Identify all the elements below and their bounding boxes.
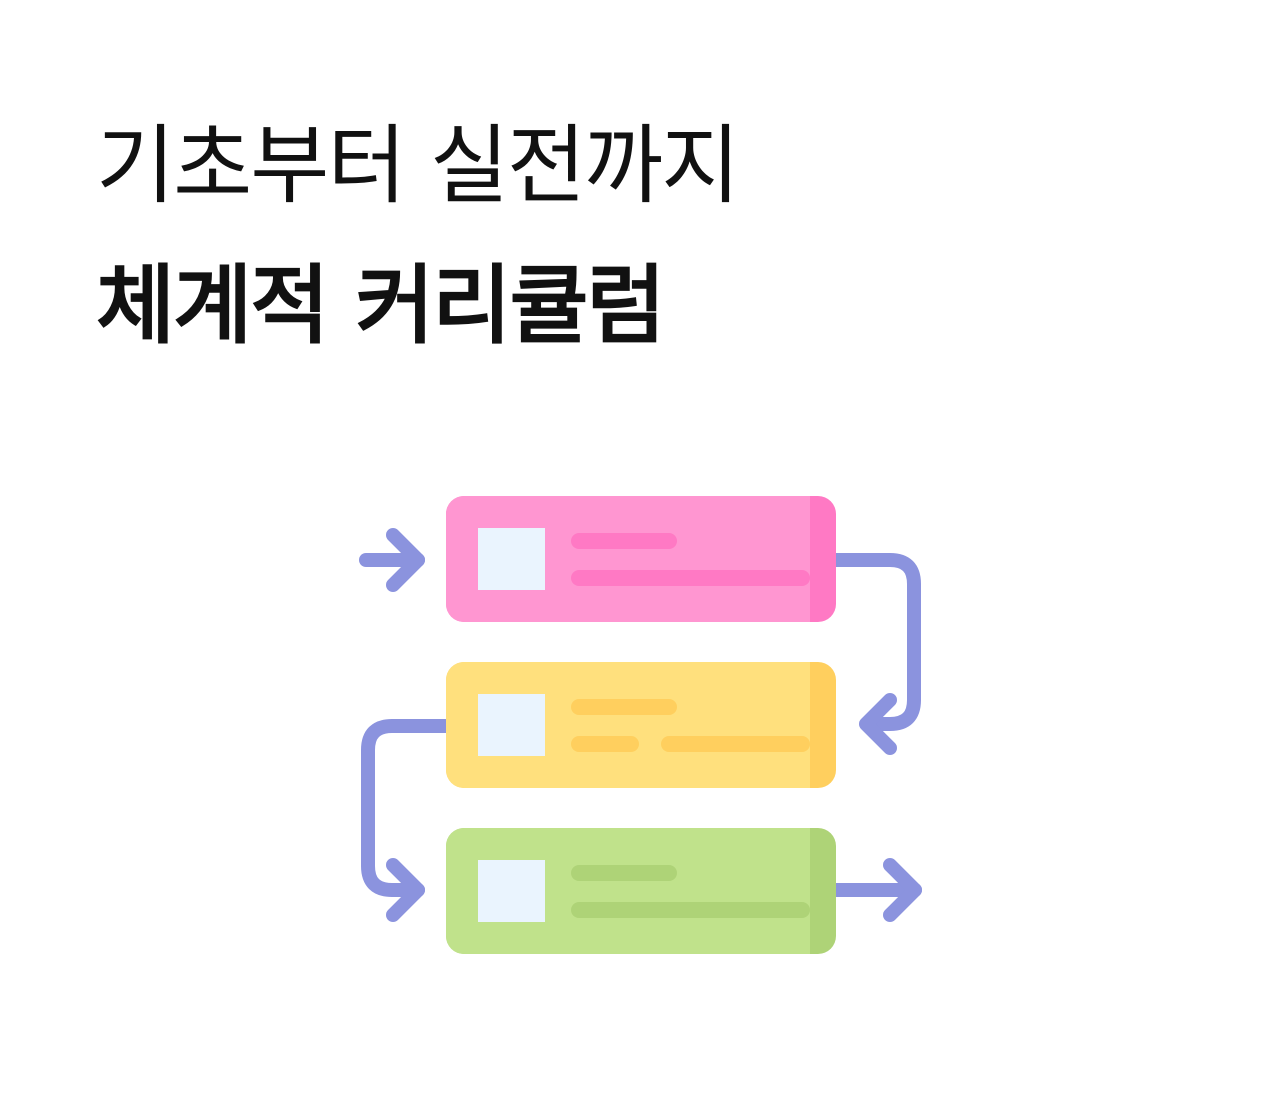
curriculum-card-1 [446, 496, 836, 622]
entry-arrow-icon [359, 528, 425, 592]
curriculum-flow-icon [359, 496, 922, 954]
card-1-thumbnail [478, 528, 545, 590]
card-2-thumbnail [478, 694, 545, 756]
connector-arrow-right-icon [827, 553, 921, 755]
card-3-thumbnail [478, 860, 545, 922]
connector-arrow-left-icon [361, 719, 455, 922]
headline-line-1: 기초부터 실전까지 [96, 116, 740, 216]
exit-arrow-icon [827, 858, 922, 922]
headline: 기초부터 실전까지 체계적 커리큘럼 [96, 96, 740, 376]
flow-arrows [359, 528, 922, 922]
headline-line-2: 체계적 커리큘럼 [96, 256, 666, 356]
curriculum-card-3 [446, 828, 836, 954]
curriculum-card-2 [446, 662, 836, 788]
